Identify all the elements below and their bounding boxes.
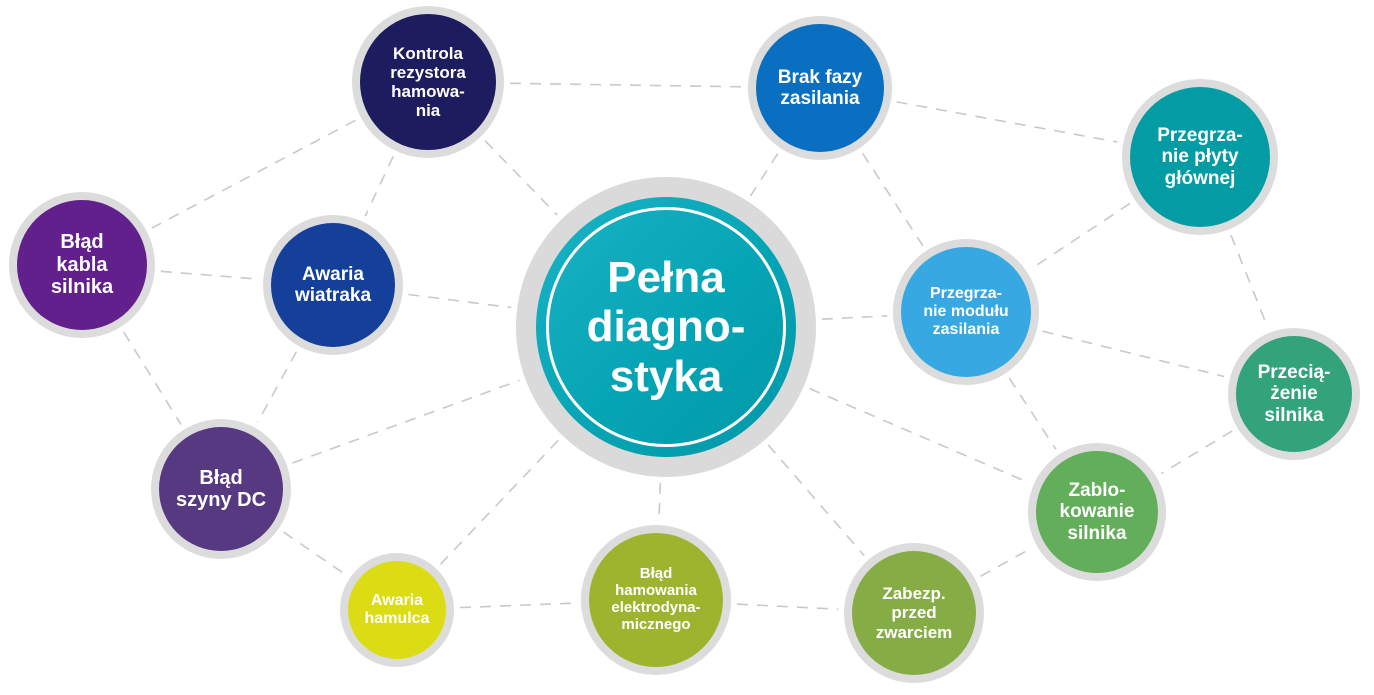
node-missing-supply-phase: Brak fazy zasilania (748, 16, 892, 160)
node-brake-resistor-control: Kontrola rezystora hamowa- nia (352, 6, 504, 158)
connection-line (364, 155, 394, 217)
connection-line (1031, 202, 1131, 270)
node-motor-cable-error: Błąd kabla silnika (9, 192, 155, 338)
center-node-label: Pełna diagno- styka (586, 253, 746, 401)
connection-line (749, 153, 779, 197)
connection-line (292, 379, 520, 464)
connection-line (1042, 330, 1225, 378)
connection-line (1008, 377, 1057, 450)
connection-line (1160, 430, 1233, 475)
connection-line (809, 387, 1029, 484)
connection-line (151, 119, 356, 229)
node-label: Zabezp. przed zwarciem (875, 584, 953, 642)
node-dynamic-braking-error: Błąd hamowania elektrodyna- micznego (581, 525, 731, 675)
node-mainboard-overheat: Przegrza- nie płyty głównej (1122, 79, 1278, 235)
node-power-module-overheat: Przegrza- nie modułu zasilania (893, 239, 1039, 385)
node-label: Przecią- żenie silnika (1257, 362, 1331, 426)
center-node-core: Pełna diagno- styka (536, 197, 796, 457)
node-label: Błąd szyny DC (175, 466, 267, 511)
node-label: Zablo- kowanie silnika (1059, 480, 1135, 544)
node-dc-bus-error: Błąd szyny DC (151, 419, 291, 559)
connection-line (980, 547, 1032, 578)
connection-line (408, 293, 512, 309)
connection-line (123, 331, 182, 425)
node-short-circuit-protection: Zabezp. przed zwarciem (844, 543, 984, 683)
node-label: Awaria hamulca (364, 592, 430, 627)
node-brake-failure: Awaria hamulca (340, 553, 454, 667)
node-label: Błąd hamowania elektrodyna- micznego (611, 565, 701, 633)
node-label: Przegrza- nie płyty głównej (1157, 125, 1243, 189)
node-label: Przegrza- nie modułu zasilania (923, 285, 1009, 338)
node-label: Awaria wiatraka (294, 263, 372, 306)
node-label: Błąd kabla silnika (50, 231, 114, 299)
connection-line (160, 270, 258, 280)
connection-line (1230, 234, 1269, 328)
center-node-full-diagnostics: Pełna diagno- styka (516, 177, 816, 477)
connection-line (767, 444, 865, 557)
connection-line (484, 140, 558, 216)
node-motor-blockage: Zablo- kowanie silnika (1028, 443, 1166, 581)
connection-line (896, 101, 1118, 143)
connection-line (821, 315, 888, 320)
connection-line (256, 351, 298, 423)
connection-line (861, 152, 924, 247)
connection-line (459, 602, 576, 609)
node-label: Kontrola rezystora hamowa- nia (390, 43, 466, 121)
connection-line (658, 482, 662, 520)
node-fan-failure: Awaria wiatraka (263, 215, 403, 355)
node-motor-overload: Przecią- żenie silnika (1228, 328, 1360, 460)
connection-line (439, 439, 560, 565)
connection-line (736, 603, 839, 610)
connection-line (283, 531, 346, 575)
connection-line (509, 82, 743, 88)
node-label: Brak fazy zasilania (777, 66, 863, 109)
